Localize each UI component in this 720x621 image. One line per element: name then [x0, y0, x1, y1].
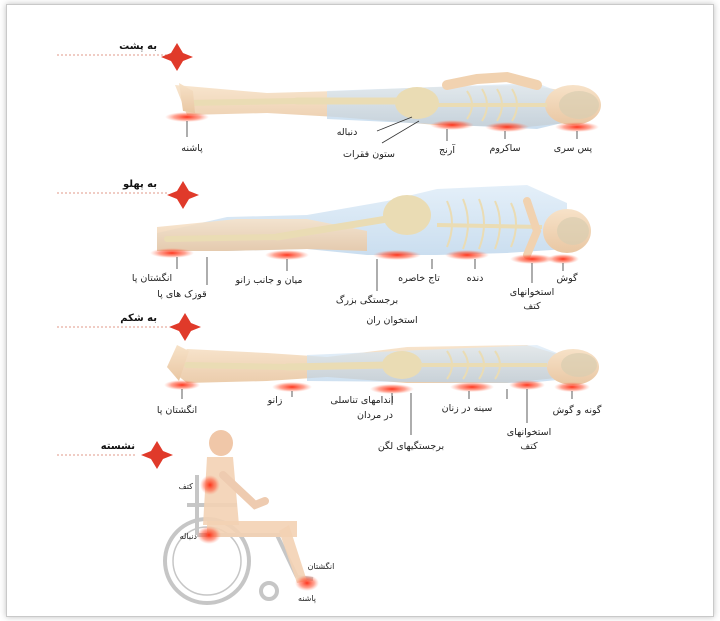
- label-sacrum: ساکروم: [489, 143, 520, 154]
- label-trochanter: برجستگی بزرگ: [336, 293, 398, 306]
- label-toes: انگشتان پا: [157, 404, 197, 416]
- label-toes: انگشتان پا: [132, 272, 172, 284]
- label-elbow: دنباله: [337, 127, 358, 138]
- label-coccyx: دنباله: [180, 532, 198, 541]
- diagram-frame: به پشت: [6, 4, 714, 617]
- label-knee: میان و جانب زانو: [235, 275, 303, 286]
- label-heel: پاشنه: [298, 594, 316, 603]
- label-spine: ستون فقرات: [343, 149, 395, 160]
- label-shoulder: استخوانهای: [510, 287, 555, 298]
- section-header-supine: به پشت: [119, 41, 157, 52]
- label-rib: دنده: [467, 273, 484, 284]
- star-marker-icon: [141, 441, 173, 469]
- prone-body: [167, 345, 599, 385]
- label-ankles: قوزک های پا: [157, 289, 206, 300]
- seated-section: نشسته کتف دنباله انگشتان پاشنه: [57, 430, 334, 603]
- label-cheek: گونه و گوش: [553, 404, 602, 416]
- supine-section: به پشت: [57, 41, 601, 160]
- section-header-seated: نشسته: [101, 441, 135, 452]
- label-breast: سینه در زنان: [442, 403, 493, 414]
- star-marker-icon: [161, 43, 193, 71]
- label-iliac: تاج خاصره: [398, 273, 440, 284]
- label-femur: استخوان ران: [366, 315, 417, 326]
- label-shoulder: استخوانهای: [507, 427, 552, 438]
- label-pelvis: برجستگیهای لگن: [378, 440, 444, 452]
- prone-section: به شکم: [57, 313, 602, 452]
- label-shoulder2: کتف: [523, 301, 541, 312]
- label-elbow2: آرنج: [439, 143, 455, 156]
- label-toes: انگشتان: [308, 561, 335, 571]
- label-occiput: پس سری: [554, 143, 593, 154]
- label-shoulder: کتف: [178, 482, 193, 491]
- label-genitals: اندامهای تناسلی: [330, 395, 393, 406]
- pressure-points-diagram: به پشت: [7, 5, 713, 616]
- label-knee: زانو: [267, 395, 283, 406]
- label-shoulder2: کتف: [520, 441, 538, 452]
- label-genitals2: در مردان: [357, 410, 393, 421]
- supine-body: [175, 77, 601, 129]
- seated-body: [203, 430, 307, 583]
- star-marker-icon: [169, 313, 201, 341]
- section-header-prone: به شکم: [120, 313, 157, 324]
- lateral-section: به پهلو: [57, 179, 591, 326]
- section-header-lateral: به پهلو: [122, 179, 157, 190]
- lateral-body: [157, 185, 591, 255]
- label-heel: پاشنه: [181, 143, 203, 154]
- star-marker-icon: [167, 181, 199, 209]
- label-ear: گوش: [556, 272, 578, 284]
